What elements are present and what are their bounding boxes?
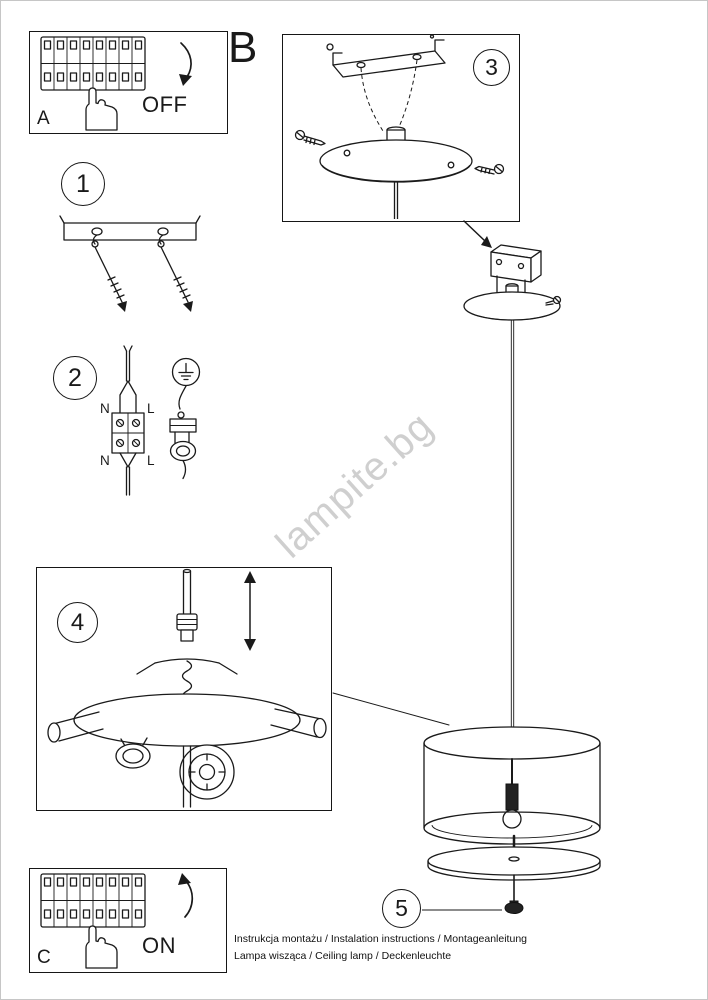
canopy-icon: [463, 283, 561, 321]
circuit-breaker-panel-icon: [40, 873, 146, 928]
hand-icon: [85, 925, 118, 969]
panel-c-label: C: [37, 947, 51, 968]
mounting-bracket-icon: [326, 35, 446, 78]
step-5-number: 5: [395, 895, 408, 921]
detail-arrow-icon: [463, 220, 492, 248]
step-3-panel: 3: [282, 34, 520, 222]
finial-icon: [504, 874, 524, 914]
supply-wire-icon: [119, 345, 137, 414]
suspension-rod-icon: [176, 568, 198, 642]
step-4-number: 4: [70, 608, 85, 636]
lamp-shade-icon: [423, 726, 601, 845]
arrow-up-icon: [178, 873, 194, 918]
wiring-label-n-bottom: N: [100, 453, 110, 468]
step-4-badge: 4: [57, 602, 98, 643]
screw-right-icon: [474, 163, 505, 175]
step-1-badge: 1: [61, 162, 105, 206]
outgoing-wire-icon: [119, 452, 137, 496]
step-2-badge: 2: [53, 356, 97, 400]
socket-cup-icon: [115, 737, 151, 769]
wiring-label-l-bottom: L: [147, 453, 155, 468]
lamp-arm-right-icon: [270, 708, 327, 739]
anchor-wire-left-icon: [91, 234, 127, 312]
alignment-guide-right: [398, 59, 418, 128]
footer-caption: Instrukcja montażu / Instalation instruc…: [234, 931, 527, 964]
lamp-holder-assembly-illustration: [47, 568, 327, 808]
earth-ground-icon: [171, 357, 201, 387]
wiring-label-n-top: N: [100, 401, 110, 416]
step-2-number: 2: [68, 363, 82, 392]
pendant-lamp-assembly-illustration: [332, 220, 601, 914]
power-on-illustration: [40, 873, 194, 969]
step-4-panel: 4: [36, 567, 332, 811]
wiring-label-l-top: L: [147, 401, 155, 416]
terminal-block-icon: [111, 412, 145, 454]
footer-line-2: Lampa wisząca / Ceiling lamp / Deckenleu…: [234, 949, 452, 962]
suspension-cord: [510, 320, 515, 737]
bottom-diffuser-disc-icon: [427, 846, 601, 881]
step-5-badge: 5: [382, 889, 421, 928]
step-1-number: 1: [76, 169, 90, 198]
mounting-bar-illustration: [59, 215, 201, 312]
ceiling-canopy-icon: [319, 126, 473, 219]
canopy-screw-icon: [545, 295, 562, 306]
step-3-badge: 3: [473, 49, 510, 86]
power-off-step-panel: OFF A: [29, 31, 228, 134]
anchor-wire-right-icon: [157, 234, 193, 312]
power-off-illustration: [40, 36, 192, 131]
arrow-down-icon: [179, 42, 192, 86]
power-on-step-panel: ON C: [29, 868, 227, 973]
step-4-leader-line: [332, 692, 450, 726]
alignment-guide-left: [360, 67, 384, 132]
mounting-plate-icon: [73, 693, 301, 747]
center-rod-lower: [182, 745, 192, 808]
screw-left-icon: [294, 129, 326, 146]
mounting-bar-icon: [59, 215, 201, 241]
circuit-breaker-panel-icon: [40, 36, 146, 91]
section-b-label: B: [228, 23, 258, 72]
bulb-socket-detail-icon: [179, 744, 235, 800]
footer-line-1: Instrukcja montażu / Instalation instruc…: [234, 933, 527, 945]
wiring-diagram-illustration: [111, 345, 201, 496]
ceiling-bracket-icon: [490, 244, 542, 297]
cord-grip-icon: [169, 385, 197, 480]
panel-a-label: A: [37, 108, 50, 129]
height-adjust-arrow-icon: [244, 571, 256, 651]
step-3-number: 3: [485, 54, 498, 80]
hand-icon: [85, 87, 118, 131]
off-label: OFF: [142, 92, 188, 117]
on-label: ON: [142, 933, 176, 958]
ceiling-bracket-illustration: [294, 35, 505, 219]
lamp-arm-left-icon: [47, 711, 104, 743]
